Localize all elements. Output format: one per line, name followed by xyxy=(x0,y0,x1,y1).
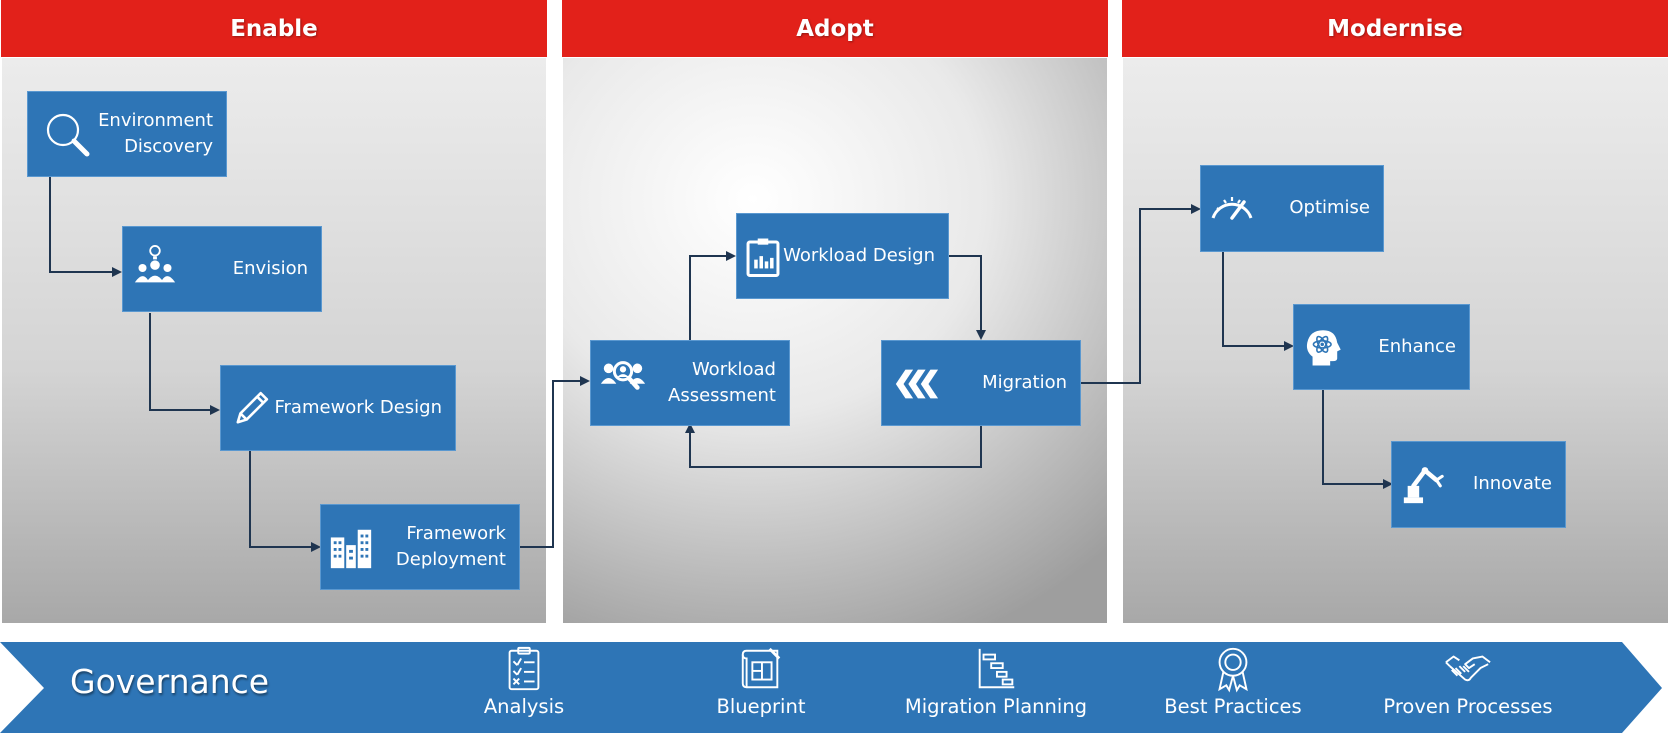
magnifier-icon xyxy=(43,110,93,160)
step-label: Framework Deployment xyxy=(395,523,506,570)
phase-header-enable: Enable xyxy=(1,0,547,57)
governance-item-label: Proven Processes xyxy=(1383,695,1553,718)
governance-item-best-practices[interactable]: Best Practices xyxy=(1133,645,1333,718)
governance-item-migration-planning[interactable]: Migration Planning xyxy=(896,645,1096,718)
speedometer-icon xyxy=(1207,182,1257,232)
phase-title: Enable xyxy=(230,15,318,42)
step-migration[interactable]: Migration xyxy=(881,340,1081,426)
step-label: Workload Design xyxy=(783,245,935,266)
step-label: Innovate xyxy=(1473,473,1552,494)
step-envision[interactable]: Envision xyxy=(122,226,322,312)
step-workload-design[interactable]: Workload Design xyxy=(736,213,949,299)
governance-item-proven-processes[interactable]: Proven Processes xyxy=(1368,645,1568,718)
governance-item-label: Best Practices xyxy=(1164,695,1302,718)
award-ribbon-icon xyxy=(1218,647,1248,693)
people-search-icon xyxy=(600,353,646,401)
phase-title: Modernise xyxy=(1327,15,1463,42)
buildings-icon xyxy=(330,529,372,569)
team-idea-icon xyxy=(134,244,176,283)
step-environment-discovery[interactable]: Environment Discovery xyxy=(27,91,227,177)
checklist-icon xyxy=(508,646,540,691)
governance-item-label: Blueprint xyxy=(716,695,806,718)
step-label: Envision xyxy=(232,258,308,279)
step-enhance[interactable]: Enhance xyxy=(1293,304,1470,390)
governance-item-label: Migration Planning xyxy=(904,695,1088,718)
step-label: Environment Discovery xyxy=(98,110,213,157)
step-label: Workload Assessment xyxy=(668,359,776,406)
step-label: Migration xyxy=(982,372,1067,393)
governance-item-blueprint[interactable]: Blueprint xyxy=(661,645,861,718)
handshake-icon xyxy=(1445,655,1491,682)
step-framework-deployment[interactable]: Framework Deployment xyxy=(320,504,520,590)
step-label: Enhance xyxy=(1378,336,1456,357)
phase-title: Adopt xyxy=(796,15,874,42)
blueprint-icon xyxy=(741,647,781,689)
gantt-icon xyxy=(978,648,1015,689)
governance-item-label: Analysis xyxy=(483,695,565,718)
step-innovate[interactable]: Innovate xyxy=(1391,441,1566,528)
step-label: Optimise xyxy=(1289,197,1370,218)
pencil-icon xyxy=(229,387,273,431)
chevrons-left-icon xyxy=(895,369,939,399)
step-optimise[interactable]: Optimise xyxy=(1200,165,1384,252)
governance-title: Governance xyxy=(70,662,270,701)
robot-arm-icon xyxy=(1403,467,1448,504)
clipboard-chart-icon xyxy=(741,238,785,279)
phase-header-modernise: Modernise xyxy=(1122,0,1668,57)
brain-atom-icon xyxy=(1306,330,1341,366)
step-label: Framework Design xyxy=(274,397,442,418)
step-workload-assessment[interactable]: Workload Assessment xyxy=(590,340,790,426)
step-framework-design[interactable]: Framework Design xyxy=(220,365,456,451)
phase-header-adopt: Adopt xyxy=(562,0,1108,57)
governance-item-analysis[interactable]: Analysis xyxy=(424,645,624,718)
